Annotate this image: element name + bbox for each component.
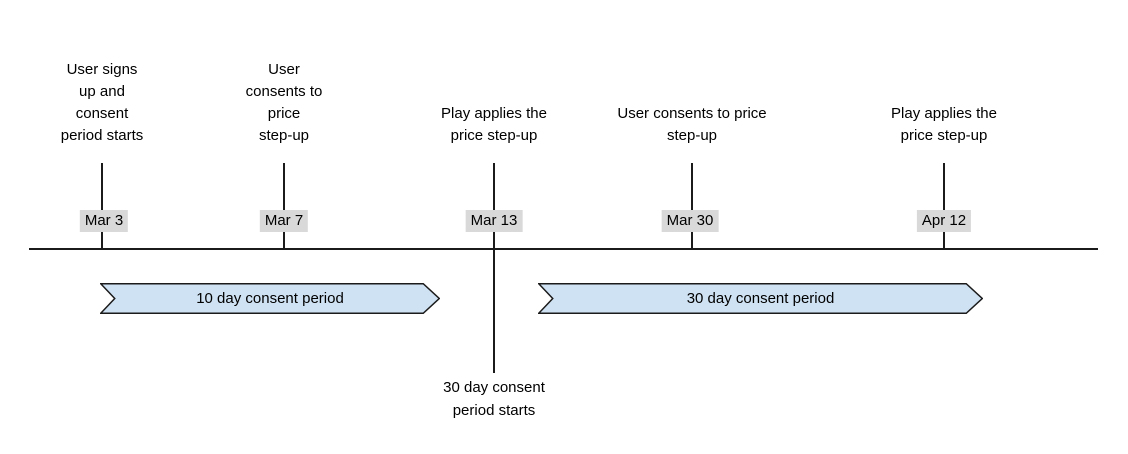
mar-13-extension-line bbox=[493, 250, 495, 373]
banner-30-day-consent-period: 30 day consent period bbox=[538, 283, 983, 314]
event-date-apr-12: Apr 12 bbox=[916, 210, 972, 232]
event-label-mar-3: User signs up and consent period starts bbox=[60, 61, 144, 144]
event-label-apr-12: Play applies the price step-up bbox=[891, 105, 997, 144]
event-label-mar-13: Play applies the price step-up bbox=[441, 105, 547, 144]
banner-label: 30 day consent period bbox=[686, 290, 835, 307]
event-tick-mar-7 bbox=[283, 163, 285, 249]
banner-arrow-polygon bbox=[538, 283, 983, 314]
event-tick-mar-3 bbox=[101, 163, 103, 249]
event-date-mar-13: Mar 13 bbox=[465, 210, 523, 232]
event-label-mar-30: User consents to price step-up bbox=[617, 105, 767, 144]
event-tick-apr-12 bbox=[943, 163, 945, 249]
callout-30-day-consent-starts: 30 day consent period starts bbox=[443, 379, 545, 419]
event-tick-mar-13 bbox=[493, 163, 495, 249]
banner-arrow-shape bbox=[100, 283, 440, 314]
timeline-axis bbox=[29, 248, 1098, 250]
event-date-mar-7: Mar 7 bbox=[259, 210, 309, 232]
banner-arrow-polygon bbox=[100, 283, 440, 314]
event-label-mar-7: User consents to price step-up bbox=[245, 61, 323, 144]
event-tick-mar-30 bbox=[691, 163, 693, 249]
event-date-mar-3: Mar 3 bbox=[79, 210, 129, 232]
event-date-mar-30: Mar 30 bbox=[661, 210, 719, 232]
banner-10-day-consent-period: 10 day consent period bbox=[100, 283, 440, 314]
banner-label: 10 day consent period bbox=[196, 290, 344, 307]
banner-arrow-shape bbox=[538, 283, 983, 314]
